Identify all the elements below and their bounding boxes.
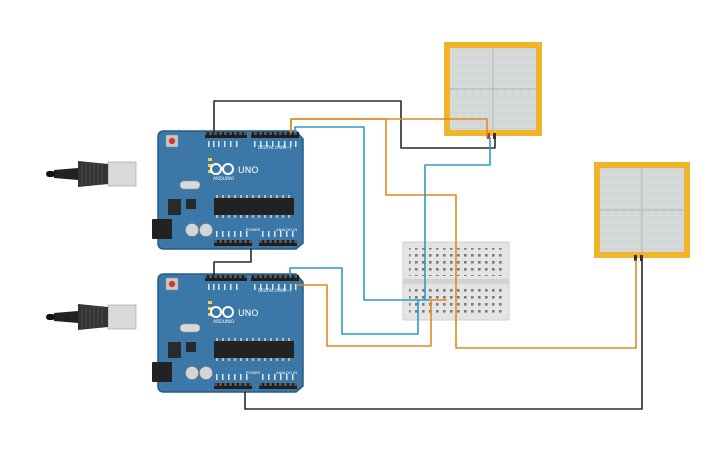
- arduino-model-label: UNO: [238, 166, 258, 176]
- wires: [213, 100, 643, 410]
- wire-black[interactable]: [213, 248, 252, 275]
- power-pins-label: POWER: [246, 227, 260, 232]
- arduino-infinity-icon: [210, 306, 234, 318]
- wire-teal[interactable]: [294, 126, 430, 301]
- wire-black[interactable]: [213, 100, 496, 149]
- wire-black[interactable]: [244, 260, 643, 410]
- analog-pins-label: ANALOG IN: [276, 227, 297, 232]
- digital-pins-label: DIGITAL (PWM~): [258, 145, 292, 150]
- wire-orange[interactable]: [290, 118, 637, 349]
- force-sensor-right[interactable]: [594, 162, 690, 261]
- digital-pins-label: DIGITAL (PWM~): [258, 288, 292, 293]
- arduino-model-label: UNO: [238, 309, 258, 319]
- arduino-brand-label: ARDUINO: [213, 176, 235, 182]
- arduino-infinity-icon: [210, 163, 234, 175]
- analog-pins-label: ANALOG IN: [276, 370, 297, 375]
- power-pins-label: POWER: [246, 370, 260, 375]
- usb-cable-icon: [45, 160, 137, 188]
- arduino-uno-top[interactable]: ARDUINO UNO DIGITAL (PWM~) POWER ANALOG …: [151, 130, 304, 250]
- arduino-brand-label: ARDUINO: [213, 319, 235, 325]
- usb-cable-icon: [45, 303, 137, 331]
- force-sensor-top[interactable]: [444, 42, 542, 139]
- wire-teal[interactable]: [289, 267, 419, 335]
- arduino-uno-bottom[interactable]: ARDUINO UNO DIGITAL (PWM~) POWER ANALOG …: [151, 273, 304, 393]
- wire-orange[interactable]: [296, 284, 447, 347]
- wire-teal[interactable]: [424, 137, 491, 300]
